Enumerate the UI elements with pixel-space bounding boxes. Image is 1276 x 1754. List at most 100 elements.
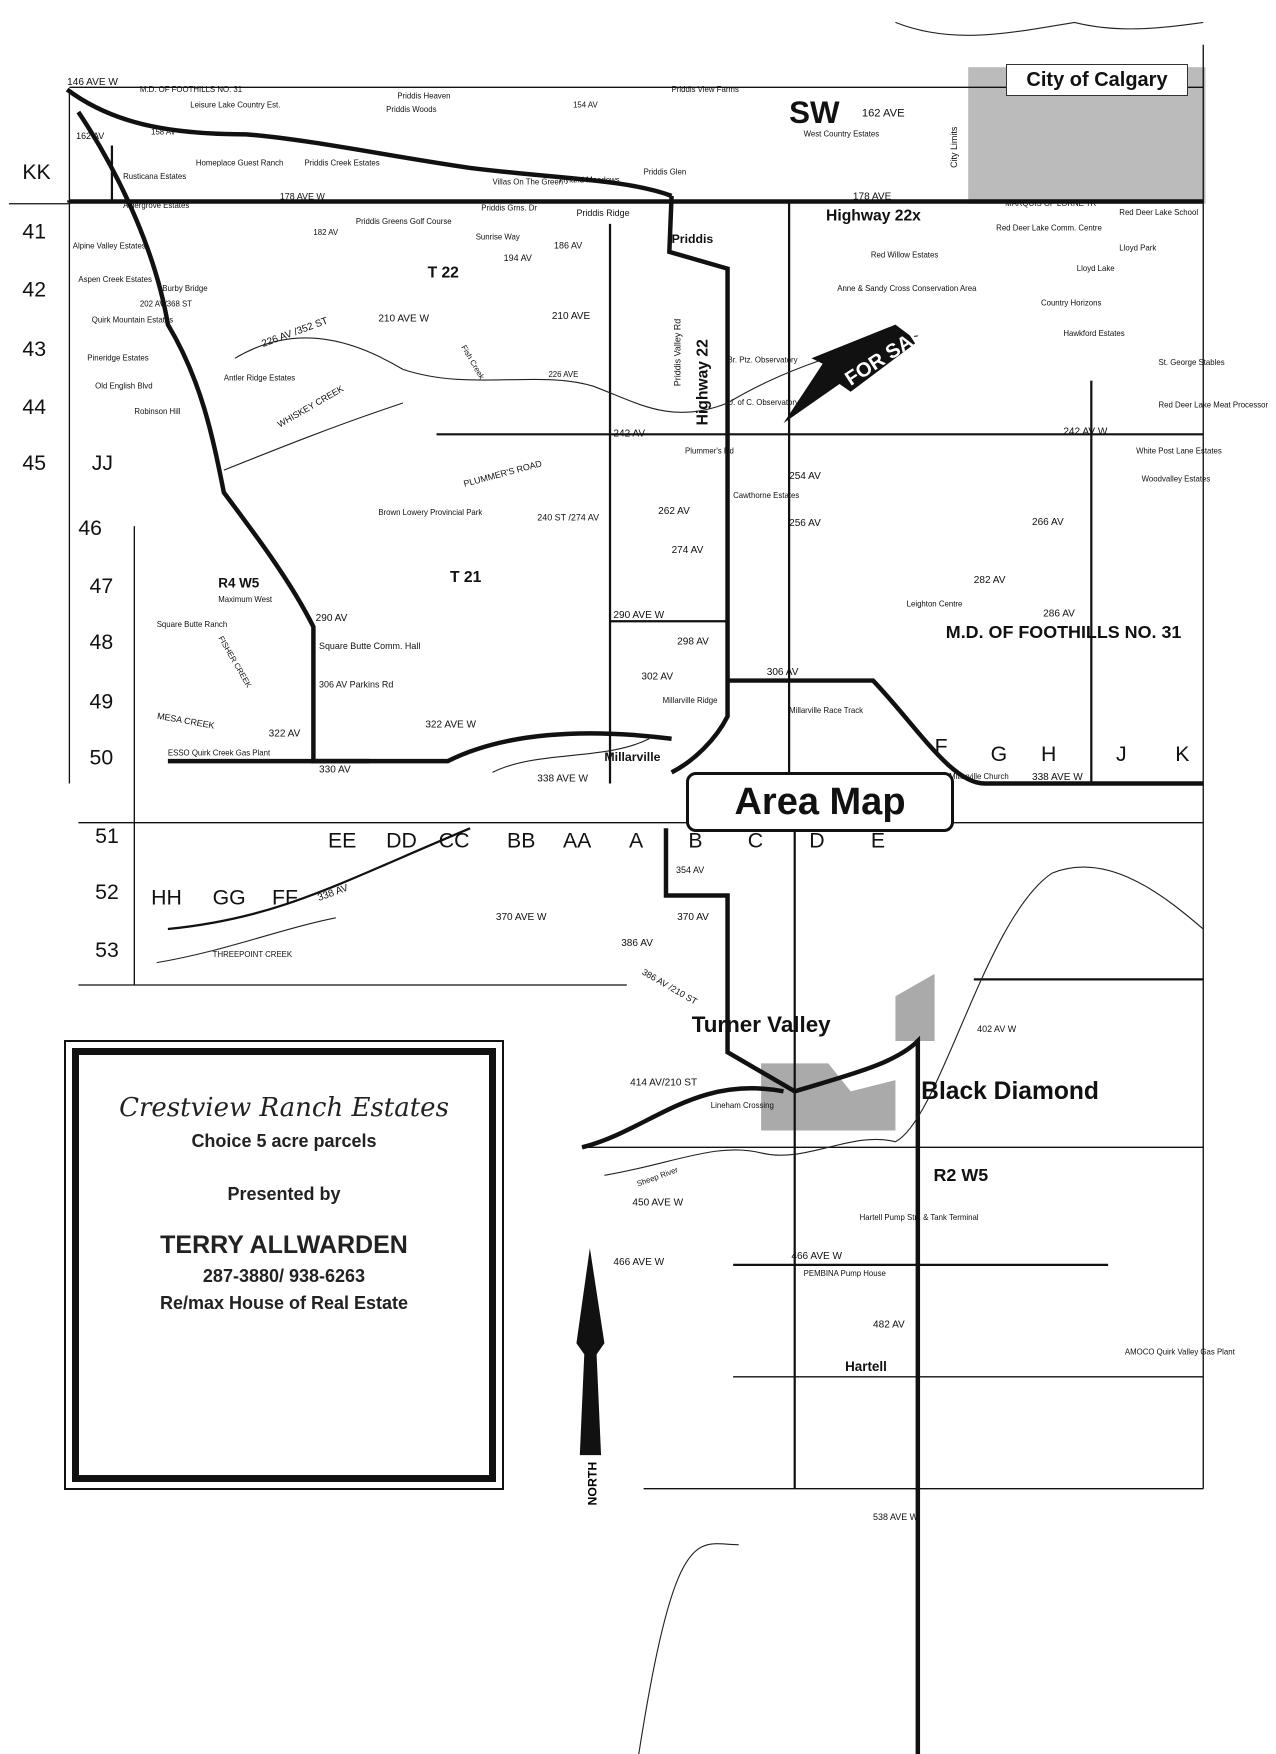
map-label: Red Deer Lake Meat Processor xyxy=(1158,400,1268,409)
map-label: Priddis View Farms xyxy=(672,85,739,94)
map-label: 282 AV xyxy=(974,575,1006,586)
map-label: Hawkford Estates xyxy=(1063,329,1124,338)
road-338-av xyxy=(167,827,471,931)
map-label: Lloyd Park xyxy=(1119,244,1156,253)
map-label: Priddis Grns. Dr xyxy=(481,203,537,212)
map-label: 306 AV xyxy=(767,667,799,678)
map-label: 242 AV xyxy=(613,429,645,440)
map-label: 290 AVE W xyxy=(613,610,664,621)
map-label: 210 AVE xyxy=(552,311,591,322)
tagline: Choice 5 acre parcels xyxy=(191,1131,377,1151)
map-label: West Country Estates xyxy=(804,130,880,139)
map-label: FISHER CREEK xyxy=(217,635,254,690)
map-label: 254 AV xyxy=(789,471,821,482)
map-label: 186 AV xyxy=(554,241,582,251)
map-label: T 22 xyxy=(428,265,460,282)
map-label: M.D. OF FOOTHILLS NO. 31 xyxy=(140,85,242,94)
grid-col-label: J xyxy=(1116,742,1127,766)
map-label: 330 AV xyxy=(319,764,351,775)
map-label: THREEPOINT CREEK xyxy=(213,950,293,959)
map-label: Pineridge Estates xyxy=(87,353,148,362)
grid-col-label: H xyxy=(1041,742,1056,766)
grid-col-label: CC xyxy=(439,828,470,852)
map-label: 178 AVE xyxy=(853,191,892,202)
map-label: 338 AVE W xyxy=(537,773,588,784)
map-label: 146 AVE W xyxy=(67,77,118,88)
for-sale-marker[interactable]: FOR SALE xyxy=(783,317,939,424)
grid-row-label: 53 xyxy=(95,938,119,962)
map-label: Red Willow Estates xyxy=(871,250,939,259)
map-label: Woodvalley Estates xyxy=(1142,474,1211,483)
grid-row-label: 52 xyxy=(95,880,119,904)
north-arrow: NORTH xyxy=(576,1248,605,1505)
grid-col-label: GG xyxy=(213,885,246,909)
map-label: Priddis Creek Estates xyxy=(304,159,379,168)
fish-creek xyxy=(234,335,918,413)
map-label: 538 AVE W xyxy=(873,1512,919,1522)
map-label: 162 AV xyxy=(76,131,104,141)
map-label: 306 AV Parkins Rd xyxy=(319,679,393,689)
map-label: Sunrise Way xyxy=(476,233,520,242)
map-label: Anne & Sandy Cross Conservation Area xyxy=(837,284,977,293)
town-area xyxy=(761,1063,896,1131)
map-label: 286 AV xyxy=(1043,609,1075,620)
map-label: Fish Creek xyxy=(459,344,486,381)
town-area-2 xyxy=(895,973,935,1041)
grid-col-label: K xyxy=(1175,742,1189,766)
map-label: Priddis Greens Golf Course xyxy=(356,217,452,226)
map-label: Red Deer Lake School xyxy=(1119,208,1198,217)
grid-col-label: E xyxy=(871,828,885,852)
promo-box: Crestview Ranch Estates Choice 5 acre pa… xyxy=(64,1040,504,1490)
map-label: Turner Valley xyxy=(692,1012,831,1037)
map-label: 466 AVE W xyxy=(613,1257,664,1268)
map-label: 414 AV/210 ST xyxy=(630,1078,697,1089)
map-label: Priddis Woods xyxy=(386,105,436,114)
map-label: Old English Blvd xyxy=(95,381,152,390)
map-label: 322 AVE W xyxy=(425,720,476,731)
map-label: Plummer's Rd xyxy=(685,446,734,455)
map-label: Red Deer Lake Comm. Centre xyxy=(996,224,1102,233)
map-label: Country Horizons xyxy=(1041,299,1102,308)
map-label: 482 AV xyxy=(873,1320,905,1331)
map-label: Sheep River xyxy=(636,1165,680,1188)
map-label: Hyland Meadows xyxy=(560,175,620,184)
map-label: 194 AV xyxy=(504,253,532,263)
map-label: SW xyxy=(789,95,840,130)
map-label: Square Butte Ranch xyxy=(157,620,228,629)
map-label: Leisure Lake Country Est. xyxy=(190,100,280,109)
highway-22-north xyxy=(65,87,673,199)
map-label: U. of C. Observatory xyxy=(728,398,799,407)
presented-by: Presented by xyxy=(227,1184,341,1204)
tree-north-icon xyxy=(576,1248,605,1456)
grid-col-label: F xyxy=(935,734,948,758)
map-label: 386 AV xyxy=(621,938,653,949)
map-label: MESA CREEK xyxy=(156,711,215,731)
map-label: 298 AV xyxy=(677,637,709,648)
map-label: ESSO Quirk Creek Gas Plant xyxy=(168,749,271,758)
map-label: Square Butte Comm. Hall xyxy=(319,641,420,651)
map-label: 202 AV/368 ST xyxy=(140,300,192,309)
map-label: 178 AVE W xyxy=(280,191,326,201)
map-label: Rusticana Estates xyxy=(123,172,186,181)
grid-row-label: JJ xyxy=(92,451,113,475)
map-label: Millarville Ridge xyxy=(663,696,718,705)
grid-row-label: 50 xyxy=(90,746,114,770)
map-label: Priddis Valley Rd xyxy=(673,319,683,386)
map-label: Homeplace Guest Ranch xyxy=(196,159,283,168)
sheep-river xyxy=(604,866,1204,1176)
grid-col-label: DD xyxy=(386,828,417,852)
grid-row-label: 49 xyxy=(90,690,114,714)
map-label: Highway 22 xyxy=(694,339,711,425)
highway-22 xyxy=(667,195,730,775)
map-label: 210 AVE W xyxy=(378,313,429,324)
brokerage: Re/max House of Real Estate xyxy=(159,1293,409,1313)
map-label: Brown Lowery Provincial Park xyxy=(378,508,482,517)
map-label: M.D. OF FOOTHILLS NO. 31 xyxy=(946,622,1182,642)
map-label: 322 AV xyxy=(269,729,301,740)
grid-row-label: 44 xyxy=(22,395,46,419)
whiskey-creek xyxy=(223,402,404,471)
map-label: 242 AV W xyxy=(1063,426,1108,437)
city-of-calgary-label: City of Calgary xyxy=(1006,64,1188,96)
